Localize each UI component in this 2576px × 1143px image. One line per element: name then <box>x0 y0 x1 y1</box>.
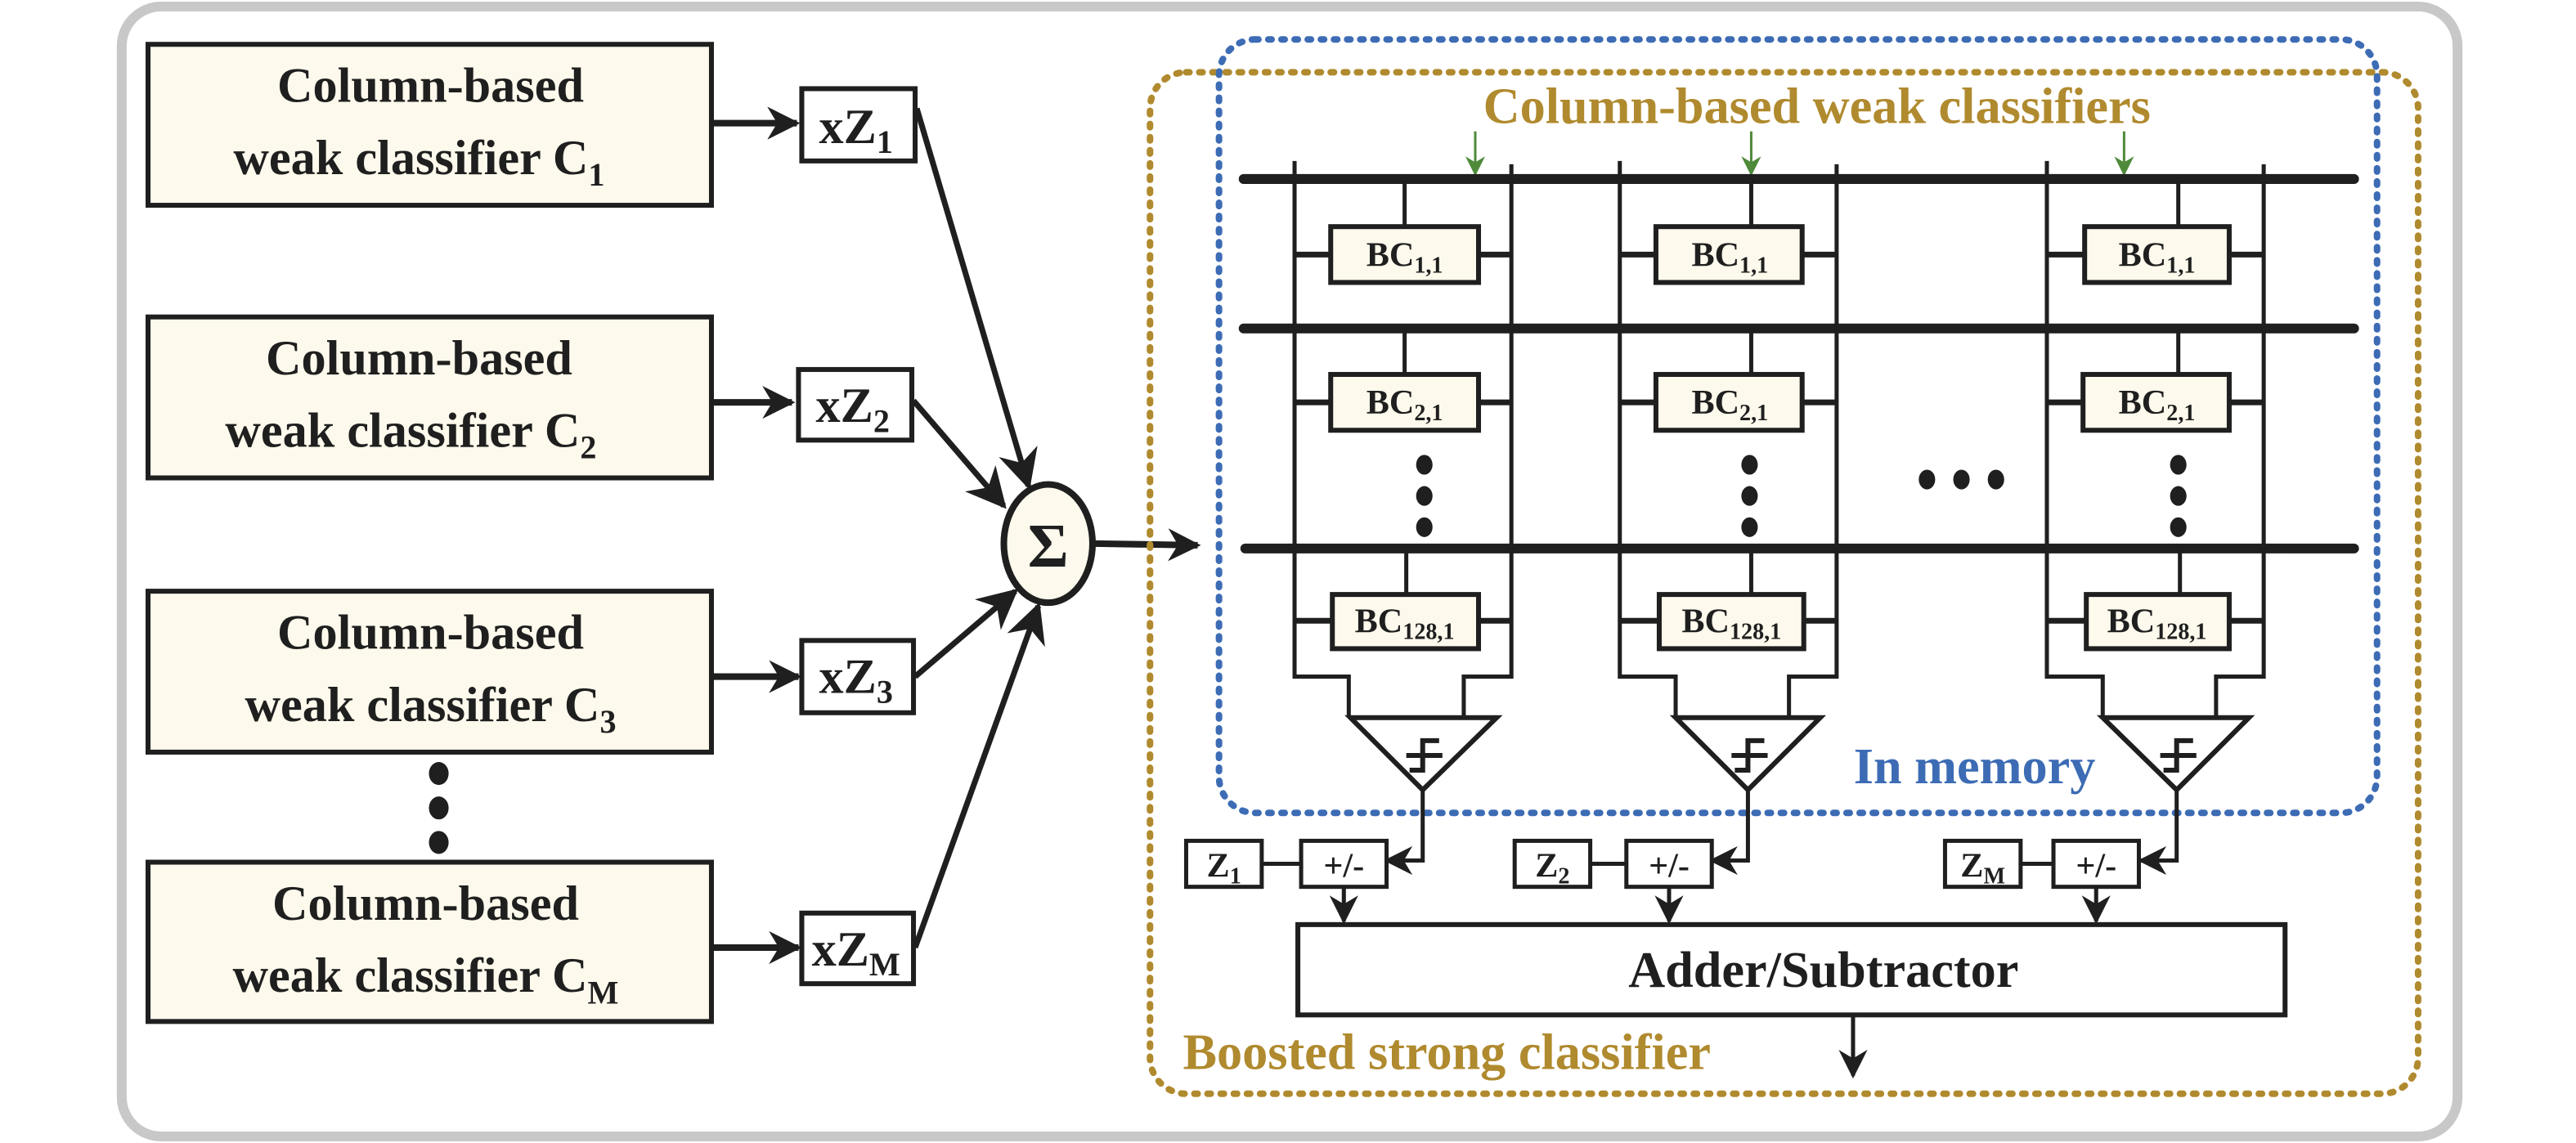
svg-text:Z1: Z1 <box>1207 847 1241 890</box>
bit-line-left <box>1292 160 1351 716</box>
bit-line-right <box>1787 164 1839 716</box>
bit-cell: BC128,1 <box>2084 592 2232 652</box>
weight-block-2: Z2 <box>1512 838 1593 890</box>
svg-text:+/-: +/- <box>2076 847 2116 885</box>
in-memory-label: In memory <box>1854 739 2096 795</box>
multiplier-label: xZ1 <box>819 100 893 160</box>
bit-cell: BC1,1 <box>1328 224 1482 285</box>
bit-cell: BC128,1 <box>1330 592 1482 652</box>
weak-classifiers-title: Column-based weak classifiers <box>1483 79 2151 135</box>
svg-text:BC2,1: BC2,1 <box>1367 383 1443 426</box>
multiplier-label: xZ2 <box>816 379 890 439</box>
weak-classifier-box <box>146 42 714 208</box>
bit-cell: BC128,1 <box>1656 592 1806 652</box>
svg-text:BC2,1: BC2,1 <box>2119 383 2196 426</box>
classifier-line2: weak classifier CM <box>233 948 619 1011</box>
svg-text:BC1,1: BC1,1 <box>1691 235 1768 278</box>
weak-classifier-m: Column-based weak classifier CM <box>146 859 714 1024</box>
comparator-output-wires <box>1384 790 2179 876</box>
sign-to-adder-arrows <box>1329 886 2111 925</box>
classifier-line2: weak classifier C1 <box>233 131 604 193</box>
multiplier-z1: xZ1 <box>799 86 918 164</box>
svg-text:+/-: +/- <box>1649 847 1690 885</box>
classifier-ellipsis <box>429 762 449 854</box>
bit-cells: BC1,1 BC2,1 BC128,1 BC1,1 BC2,1 BC128,1 … <box>1328 224 2232 652</box>
bit-cell: BC1,1 <box>2082 224 2232 285</box>
sign-block-1[interactable]: +/- <box>1299 838 1389 890</box>
wordline-input-arrows <box>1465 131 2134 177</box>
bit-line-right <box>1461 164 1514 716</box>
bit-line-left <box>2044 160 2105 716</box>
classifier-line2: weak classifier C3 <box>245 678 616 740</box>
multiplier-z2: xZ2 <box>796 366 915 443</box>
svg-text:BC1,1: BC1,1 <box>1367 235 1443 278</box>
arrow <box>913 107 1038 491</box>
weak-classifier-box <box>146 589 714 755</box>
comparator-1 <box>1344 715 1503 794</box>
svg-text:BC128,1: BC128,1 <box>1355 602 1455 644</box>
classifier-column-2 <box>1618 160 1839 716</box>
svg-text:Z2: Z2 <box>1535 847 1569 890</box>
bit-line-right <box>2214 164 2266 716</box>
classifier-line1: Column-based <box>266 331 572 386</box>
comparator-m <box>2096 715 2255 794</box>
sense-amplifiers <box>1344 715 2255 794</box>
classifier-line1: Column-based <box>272 876 579 931</box>
weight-block-1: Z1 <box>1183 838 1264 890</box>
comparator-2 <box>1669 715 1827 794</box>
weight-sign-blocks: Z1 +/- Z2 +/- ZM +/- <box>1183 838 2141 890</box>
classifier-line2: weak classifier C2 <box>225 403 596 465</box>
bit-cell: BC1,1 <box>1653 224 1805 285</box>
bit-cell: BC2,1 <box>2080 371 2232 433</box>
summation-node: Σ <box>1000 481 1096 607</box>
multiplier-to-sum-arrows <box>911 107 1045 949</box>
multiplier-label: xZM <box>812 922 900 983</box>
svg-text:BC2,1: BC2,1 <box>1691 383 1768 426</box>
in-memory-boundary <box>1215 36 2381 817</box>
weak-classifier-2: Column-based weak classifier C2 <box>146 314 714 481</box>
sign-block-2[interactable]: +/- <box>1624 838 1714 890</box>
arrow <box>913 588 1019 679</box>
sign-block-m[interactable]: +/- <box>2051 838 2141 890</box>
adder-subtractor: Adder/Subtractor <box>1295 921 2288 1018</box>
column-ellipsis <box>1919 469 2004 490</box>
classifier-line1: Column-based <box>277 605 584 660</box>
classifier-to-multiplier-arrows <box>712 106 802 965</box>
classifier-column-1 <box>1292 160 1514 716</box>
adder-label: Adder/Subtractor <box>1628 943 2018 998</box>
multiplier-zm: xZM <box>799 910 917 987</box>
multiplier-boxes: xZ1 xZ2 xZ3 xZM <box>796 86 918 987</box>
sum-output-arrow <box>1093 528 1201 562</box>
left-classifier-stack: Column-based weak classifier C1 Column-b… <box>146 42 714 1024</box>
sigma-symbol: Σ <box>1028 511 1069 580</box>
boosted-classifier-label: Boosted strong classifier <box>1183 1025 1711 1081</box>
outer-frame <box>116 2 2463 1141</box>
weak-classifier-3: Column-based weak classifier C3 <box>146 589 714 755</box>
multiplier-z3: xZ3 <box>799 638 917 715</box>
classifier-line1: Column-based <box>277 59 584 114</box>
svg-text:ZM: ZM <box>1960 847 2005 890</box>
svg-text:+/-: +/- <box>1323 847 1364 885</box>
row-ellipses <box>1416 455 2187 537</box>
multiplier-label: xZ3 <box>819 650 893 710</box>
weak-classifier-box <box>146 314 714 481</box>
arrow <box>912 602 1045 949</box>
svg-text:BC128,1: BC128,1 <box>1681 602 1781 644</box>
arrow <box>911 398 1007 509</box>
weak-classifier-box <box>146 859 714 1024</box>
weight-block-m: ZM <box>1942 838 2023 890</box>
bit-cell: BC2,1 <box>1328 371 1482 433</box>
weak-classifier-1: Column-based weak classifier C1 <box>146 42 714 208</box>
svg-text:BC128,1: BC128,1 <box>2107 602 2207 644</box>
boosted-classifier-boundary <box>1147 69 2421 1097</box>
word-lines <box>1238 173 2359 554</box>
classifier-column-m <box>2044 160 2266 716</box>
svg-text:BC1,1: BC1,1 <box>2119 235 2196 278</box>
bit-line-left <box>1618 160 1678 716</box>
bit-cell: BC2,1 <box>1653 371 1805 433</box>
